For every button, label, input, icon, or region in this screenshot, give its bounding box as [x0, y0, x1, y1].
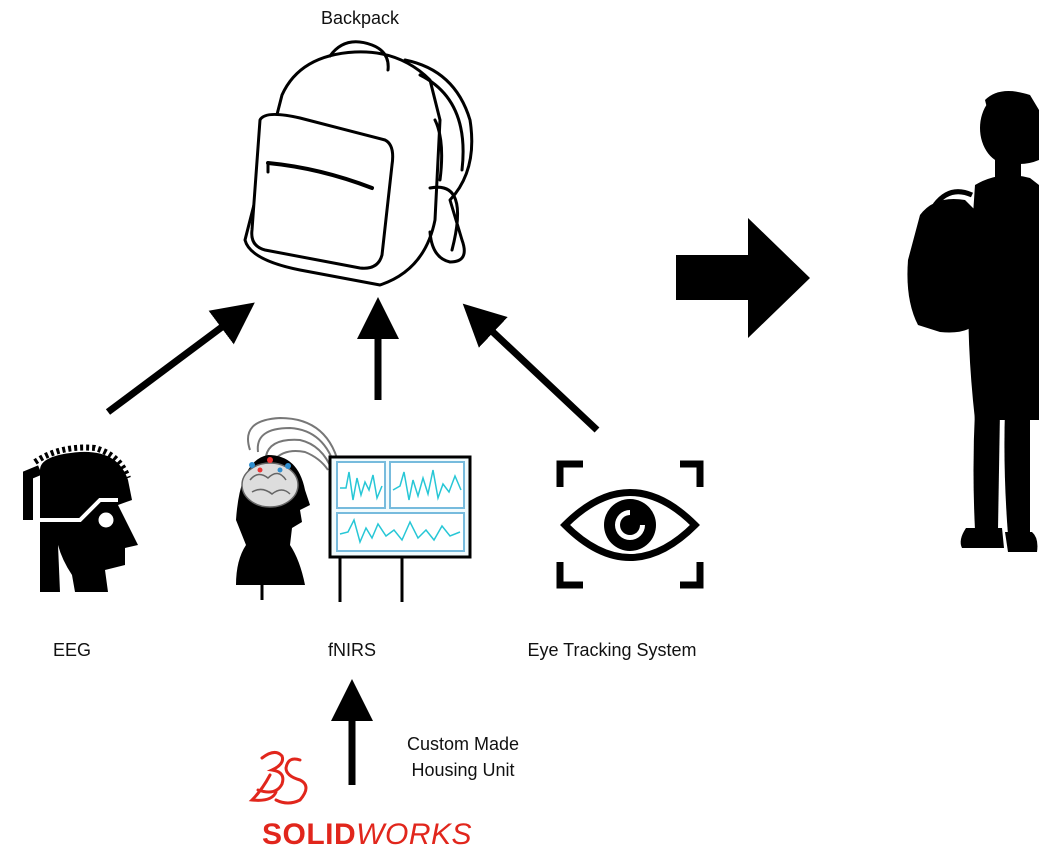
eeg-label: EEG	[52, 640, 92, 660]
backpack-icon	[243, 40, 474, 287]
solidworks-light-part: WORKS	[356, 818, 473, 851]
custom-housing-line1: Custom Made	[406, 734, 520, 754]
custom-housing-label: Custom Made Housing Unit	[388, 731, 538, 783]
solidworks-logo: SOLIDWORKS	[262, 818, 472, 852]
fnirs-brain-monitor-icon	[236, 416, 472, 602]
eeg-head-icon	[23, 444, 138, 592]
eye-tracking-icon	[556, 460, 704, 589]
backpack-label: Backpack	[320, 8, 400, 28]
person-with-backpack-icon	[907, 91, 1039, 552]
eye-tracking-label: Eye Tracking System	[527, 640, 697, 660]
solidworks-bold-part: SOLID	[262, 818, 357, 851]
3ds-logo-mark	[248, 751, 308, 805]
eye-to-backpack-arrow	[462, 303, 600, 433]
eeg-to-backpack-arrow	[105, 302, 255, 415]
right-arrow-icon	[676, 218, 810, 338]
custom-housing-line2: Housing Unit	[411, 760, 515, 780]
fnirs-label: fNIRS	[327, 640, 377, 660]
